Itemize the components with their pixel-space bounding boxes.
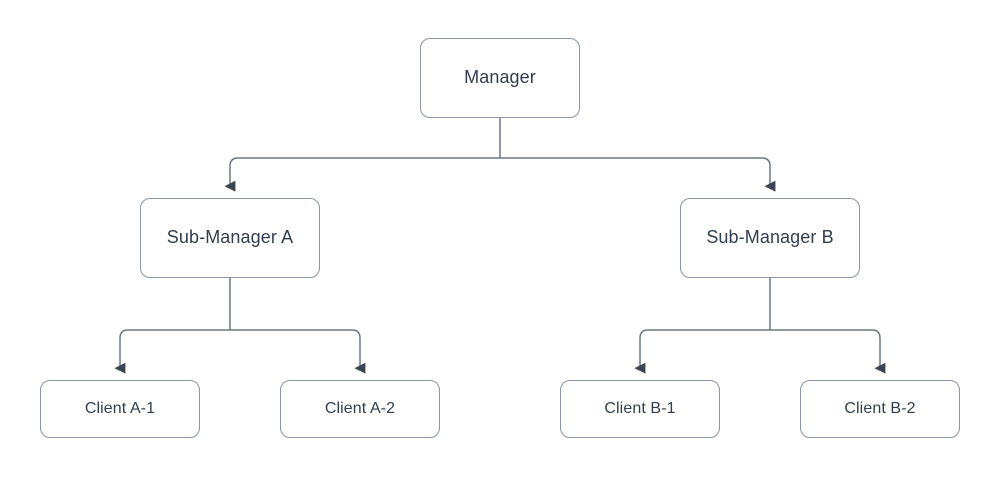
node-sub-manager-a[interactable]: Sub-Manager A [140, 198, 320, 278]
node-client-b-1[interactable]: Client B-1 [560, 380, 720, 438]
edge-sub-manager-b-to-client-b-2 [770, 329, 886, 374]
node-sub-manager-b-label: Sub-Manager B [706, 227, 834, 248]
node-sub-manager-b[interactable]: Sub-Manager B [680, 198, 860, 278]
node-client-a-1[interactable]: Client A-1 [40, 380, 200, 438]
node-client-a-2[interactable]: Client A-2 [280, 380, 440, 438]
node-client-b-2[interactable]: Client B-2 [800, 380, 960, 438]
node-client-a-1-label: Client A-1 [84, 400, 156, 418]
edge-sub-manager-a-to-client-a-1 [114, 329, 230, 374]
edge-manager-to-sub-manager-b [500, 157, 776, 192]
edge-sub-manager-b-to-client-b-1 [634, 329, 770, 374]
node-manager-label: Manager [464, 67, 536, 88]
node-manager[interactable]: Manager [420, 38, 580, 118]
edge-manager-to-sub-manager-a [224, 157, 500, 192]
node-client-b-1-label: Client B-1 [604, 400, 676, 418]
node-client-b-2-label: Client B-2 [844, 400, 916, 418]
edge-sub-manager-a-to-client-a-2 [230, 329, 366, 374]
node-sub-manager-a-label: Sub-Manager A [166, 227, 294, 248]
node-client-a-2-label: Client A-2 [324, 400, 396, 418]
